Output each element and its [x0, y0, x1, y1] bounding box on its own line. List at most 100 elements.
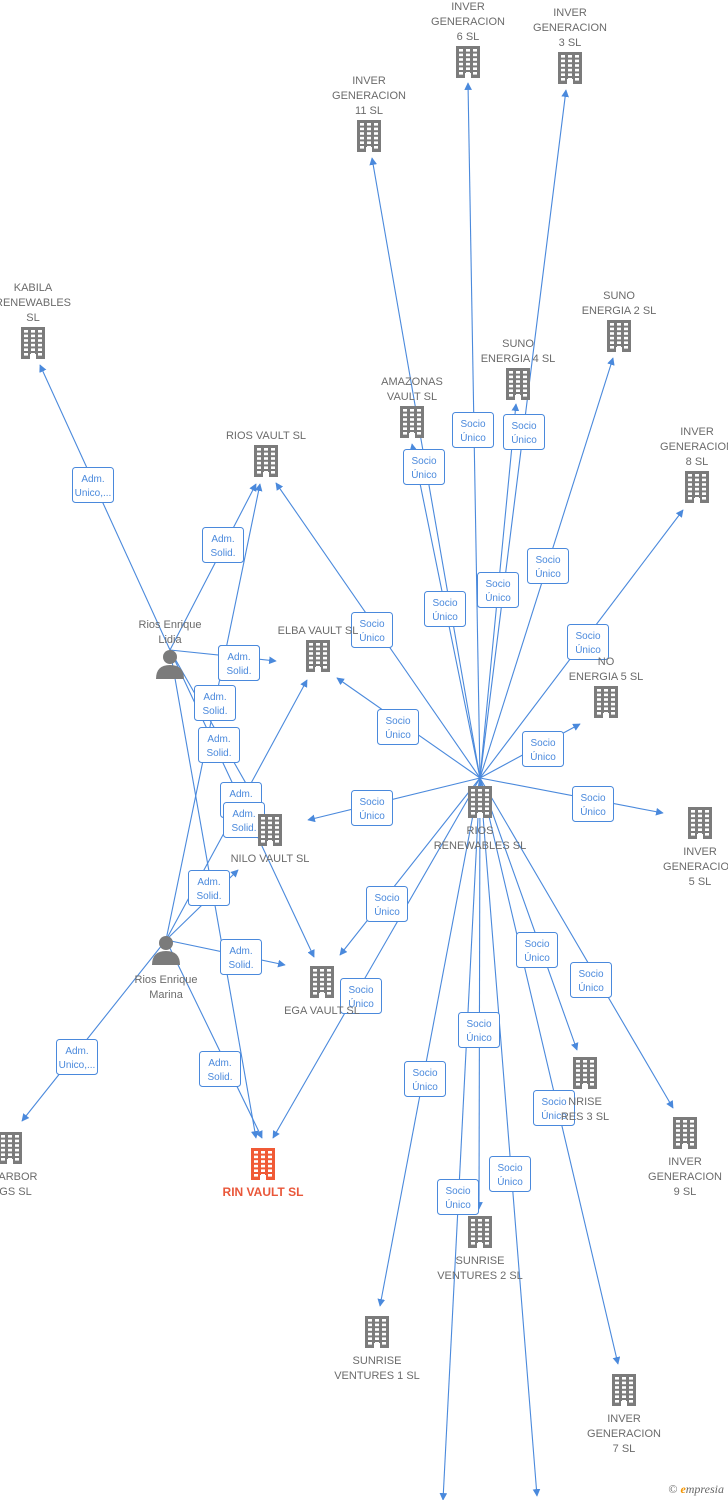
building-icon — [21, 327, 45, 359]
edge-label-box — [199, 1051, 241, 1087]
brand-initial: e — [680, 1482, 686, 1496]
node-harbor[interactable]: RHARBORINGS SL — [0, 1132, 38, 1198]
node-ega[interactable]: EGA VAULT SL — [284, 966, 360, 1017]
node-label-suno4: SUNO — [502, 338, 534, 350]
node-label-kabila: KABILA — [14, 282, 53, 294]
edge-label-box — [72, 467, 114, 503]
node-elba[interactable]: ELBA VAULT SL — [278, 625, 359, 672]
edge-label-text: Único — [535, 567, 561, 580]
node-label-rios: RIOS — [467, 825, 494, 837]
edge-label-marina-to-riosvault[interactable]: Adm.Solid. — [218, 645, 260, 681]
node-label-sunrise1: SUNRISE — [353, 1355, 402, 1367]
edge-line-lidia-to-riosvault — [169, 483, 257, 651]
edge-label-text: Único — [524, 951, 550, 964]
edge-label-box — [477, 572, 519, 608]
edge-label-marina-to-elba[interactable]: Adm.Solid. — [223, 802, 265, 838]
node-label-amazonas: VAULT SL — [387, 391, 437, 403]
edge-label-box — [366, 886, 408, 922]
edge-label-text: Socio — [359, 619, 384, 630]
copyright-symbol: © — [668, 1482, 678, 1496]
node-label-sunrise2: VENTURES 2 SL — [437, 1270, 523, 1282]
edge-label-lidia-to-nilo[interactable]: Adm.Solid. — [198, 727, 240, 763]
building-icon — [573, 1057, 597, 1089]
node-sunrise1[interactable]: SUNRISE VENTURES 1 SL — [334, 1316, 420, 1382]
node-nilo[interactable]: NILO VAULT SL — [231, 814, 310, 865]
node-riosvault[interactable]: RIOS VAULT SL — [226, 430, 306, 477]
node-label-lidia: Rios Enrique — [139, 619, 202, 631]
edge-label-box — [351, 612, 393, 648]
edge-label-box — [527, 548, 569, 584]
edge-label-marina-to-rin[interactable]: Adm.Solid. — [199, 1051, 241, 1087]
node-label-inver7: INVER — [607, 1413, 641, 1425]
edge-label-marina-to-ega[interactable]: Adm.Solid. — [220, 939, 262, 975]
edge-label-text: Único — [541, 1109, 567, 1122]
building-icon — [612, 1374, 636, 1406]
node-label-ega: EGA VAULT SL — [284, 1005, 360, 1017]
node-label-sunrise1: VENTURES 1 SL — [334, 1370, 420, 1382]
node-label-inver8: 8 SL — [686, 456, 709, 468]
edge-label-marina-to-harbor[interactable]: Adm.Unico,... — [56, 1039, 98, 1075]
node-label-elba: ELBA VAULT SL — [278, 625, 359, 637]
edge-label-lidia-to-riosvault[interactable]: Adm.Solid. — [202, 527, 244, 563]
edge-label-lidia-to-ega[interactable]: Adm.Solid. — [194, 685, 236, 721]
node-label-amazonas: AMAZONAS — [381, 376, 443, 388]
node-label-suno5: NO — [598, 656, 615, 668]
node-inver5[interactable]: INVERGENERACION5 SL — [663, 807, 728, 888]
edge-label-text: Único — [466, 1031, 492, 1044]
edge-label-lidia-to-kabila[interactable]: Adm.Unico,... — [72, 467, 114, 503]
edge-label-text: Adm. — [207, 734, 230, 745]
edge-label-text: Solid. — [228, 960, 253, 971]
edge-label-text: Único — [359, 809, 385, 822]
edge-label-text: Único — [460, 431, 486, 444]
node-label-lidia: Lidia — [158, 634, 182, 646]
node-rin[interactable]: RIN VAULT SL — [223, 1148, 304, 1199]
edge-label-text: Único — [412, 1080, 438, 1093]
edge-label-text: Socio — [575, 631, 600, 642]
node-label-inver9: GENERACION — [648, 1171, 722, 1183]
edge-label-text: Socio — [348, 985, 373, 996]
edge-label-marina-to-nilo[interactable]: Adm.Solid. — [188, 870, 230, 906]
edge-label-text: Socio — [359, 797, 384, 808]
node-label-harbor: INGS SL — [0, 1186, 32, 1198]
node-label-inver7: GENERACION — [587, 1428, 661, 1440]
brand-name: mpresia — [685, 1482, 724, 1496]
edge-label-box — [220, 939, 262, 975]
node-amazonas[interactable]: AMAZONAS VAULT SL — [381, 376, 443, 438]
